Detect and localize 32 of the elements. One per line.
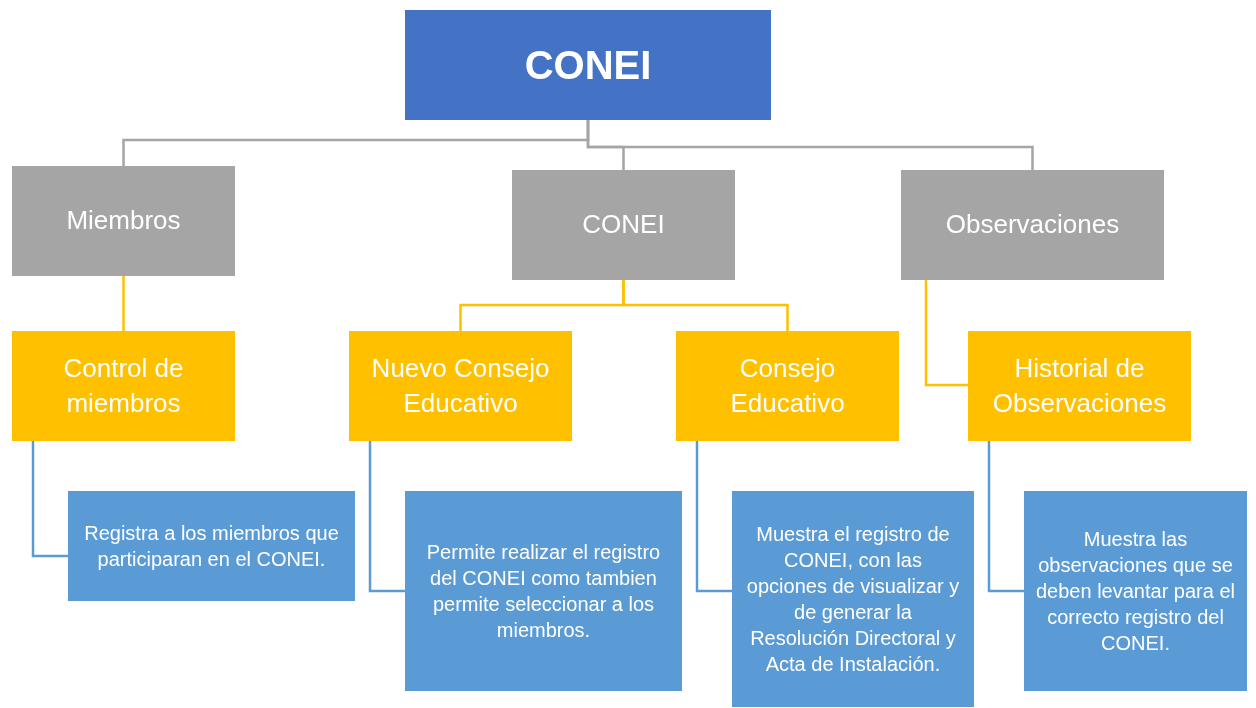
- box-text: Muestra el registro de CONEI, con las opciones de visualizar y de generar la Resolución Directoral y Acta de Instalación.: [745, 522, 961, 677]
- title-box: [405, 10, 771, 120]
- box-text: Nuevo Consejo Educativo: [370, 351, 551, 420]
- description-box: [405, 491, 682, 691]
- category-box: [901, 170, 1164, 280]
- description-box: [732, 491, 974, 707]
- category-box: [12, 166, 235, 276]
- box-text: Consejo Educativo: [729, 351, 846, 420]
- box-text: CONEI: [524, 42, 652, 89]
- module-box: [349, 331, 572, 441]
- connector-line: [987, 441, 1024, 593]
- box-text: Historial de Observaciones: [991, 351, 1168, 420]
- module-box: [968, 331, 1191, 441]
- category-box: [512, 170, 735, 280]
- description-box: [68, 491, 355, 601]
- connector-line: [586, 120, 1034, 170]
- box-text: Observaciones: [945, 208, 1120, 242]
- box-text: Control de miembros: [62, 351, 185, 420]
- box-text: Permite realizar el registro del CONEI como tambien permite seleccionar a los miembros.: [425, 540, 662, 643]
- box-text: Miembros: [66, 204, 181, 238]
- connector-line: [368, 441, 405, 593]
- connector-line: [695, 441, 732, 593]
- connector-line: [924, 280, 968, 387]
- module-box: [676, 331, 899, 441]
- connector-line: [31, 441, 68, 558]
- box-text: CONEI: [582, 208, 665, 242]
- connector-line: [622, 280, 789, 331]
- box-text: Muestra las observaciones que se deben levantar para el correcto registro del CONEI.: [1034, 527, 1236, 656]
- description-box: [1024, 491, 1247, 691]
- connector-line: [122, 276, 125, 331]
- box-text: Registra a los miembros que participaran en el CONEI.: [83, 521, 340, 572]
- module-box: [12, 331, 235, 441]
